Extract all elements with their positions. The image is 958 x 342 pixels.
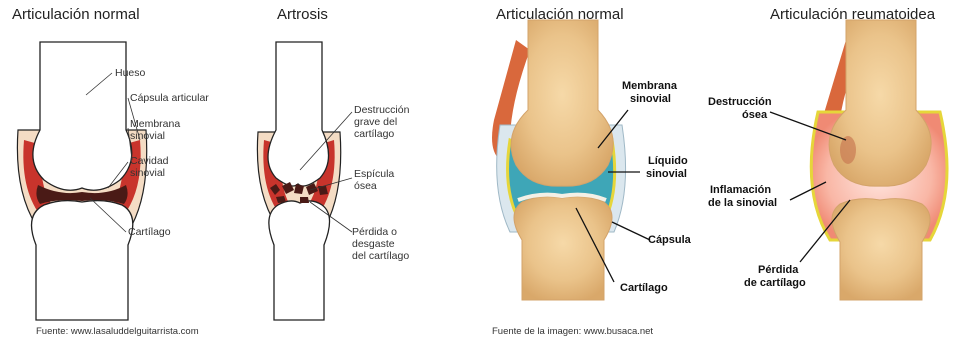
label-membrana-line1: Membrana: [130, 118, 180, 130]
label-membrana-sinovial-line1: Membrana: [622, 80, 677, 93]
label-perdida-line3: del cartílago: [352, 250, 409, 262]
normal-joint-drawing: [17, 42, 146, 320]
label-espicula-line1: Espícula: [354, 168, 394, 180]
title-artrosis: Artrosis: [277, 6, 328, 23]
artrosis-joint-drawing: [257, 42, 352, 320]
label-destruccion-line1: Destrucción: [354, 104, 409, 116]
label-capsula-articular: Cápsula articular: [130, 92, 209, 104]
label-cavidad-line2: sinovial: [130, 167, 165, 179]
label-perdida-cartilago-line2: de cartílago: [744, 277, 806, 290]
label-liquido-line1: Líquido: [648, 155, 688, 168]
title-normal-right: Articulación normal: [496, 6, 624, 23]
label-cartilago-right: Cartílago: [620, 282, 668, 295]
label-perdida-cartilago-line1: Pérdida: [758, 264, 798, 277]
label-hueso: Hueso: [115, 67, 145, 79]
rheumatoid-joint-drawing: [770, 20, 947, 300]
label-perdida-line1: Pérdida o: [352, 226, 397, 238]
source-left: Fuente: www.lasaluddelguitarrista.com: [36, 326, 199, 337]
label-membrana-line2: sinovial: [130, 130, 165, 142]
title-normal-left: Articulación normal: [12, 6, 140, 23]
label-destruccion-osea-line1: Destrucción: [708, 96, 772, 109]
label-liquido-line2: sinovial: [646, 168, 687, 181]
label-destruccion-line2: grave del: [354, 116, 397, 128]
label-inflamacion-line2: de la sinovial: [708, 197, 777, 210]
normal-joint-color-drawing: [492, 20, 650, 300]
source-right: Fuente de la imagen: www.busaca.net: [492, 326, 653, 337]
label-perdida-line2: desgaste: [352, 238, 395, 250]
label-cavidad-line1: Cavidad: [130, 155, 169, 167]
label-capsula-right: Cápsula: [648, 234, 691, 247]
label-membrana-sinovial-line2: sinovial: [630, 93, 671, 106]
label-cartilago-left: Cartílago: [128, 226, 171, 238]
label-inflamacion-line1: Inflamación: [710, 184, 771, 197]
label-destruccion-line3: cartílago: [354, 128, 394, 140]
label-destruccion-osea-line2: ósea: [742, 109, 767, 122]
label-espicula-line2: ósea: [354, 180, 377, 192]
title-reumatoidea: Articulación reumatoidea: [770, 6, 935, 23]
